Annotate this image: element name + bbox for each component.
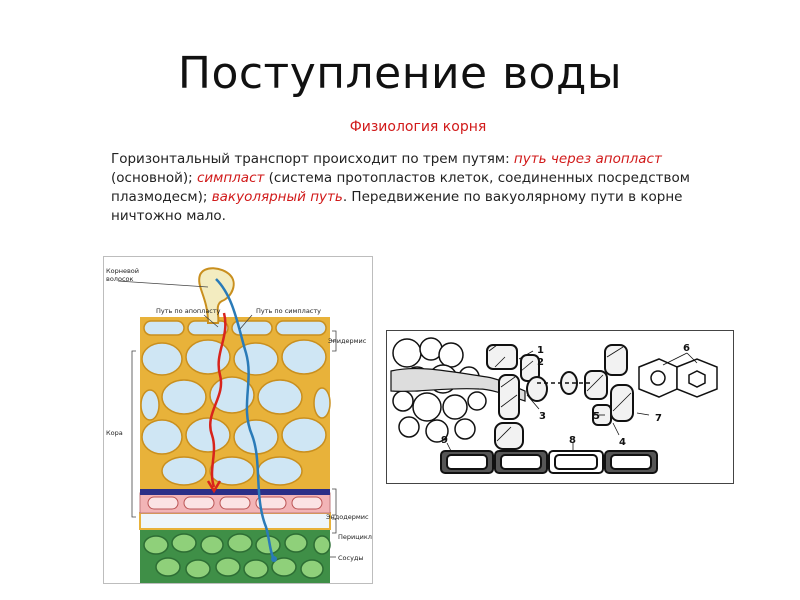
label-num-7: 7 [655,413,662,424]
pericycle-label: Перицикл [338,533,372,541]
wall-band [390,367,526,402]
root-hair-label-2: волосок [106,275,133,283]
label-num-1: 1 [537,345,544,356]
label-num-5: 5 [593,411,600,422]
body-paragraph: Горизонтальный транспорт происходит по т… [111,150,711,226]
label-num-9: 9 [441,435,448,446]
endodermis-cells [147,496,323,510]
apoplast-term: путь через апопласт [513,151,662,167]
root-section-diagram: Корневой волосок Путь по апопласту Путь … [106,267,372,583]
pericycle-layer [139,512,331,530]
label-leaders [117,280,337,558]
label-num-6: 6 [683,343,690,354]
symplast-path-label: Путь по симпласту [256,307,321,315]
label-num-2: 2 [537,357,544,368]
body-text-part: (система протопластов клеток, соединенны… [111,170,690,205]
hex-cells [638,358,718,398]
epidermis-cells [143,320,327,336]
casparian-strip [140,489,330,495]
cortex-cells [140,339,331,486]
cell-transport-figure: 1 2 3 4 5 6 7 8 9 [386,330,734,484]
root-hair-label-1: Корневой [106,267,139,275]
cell-transport-diagram: 1 2 3 4 5 6 7 8 9 [390,337,718,474]
apoplast-arrowhead [206,480,222,494]
label-num-8: 8 [569,435,576,446]
body-text-part: . Передвижение по вакуолярному пути в ко… [111,189,683,224]
label-num-3: 3 [539,411,546,422]
vessels-label: Сосуды [338,554,364,562]
vessel-cells [143,533,331,579]
vacuolar-term: вакуолярный путь [211,189,343,205]
label-num-4: 4 [619,437,626,448]
root-section-figure: Корневой волосок Путь по апопласту Путь … [103,256,373,584]
apoplast-path-line [209,312,227,488]
apoplast-path-label: Путь по апопласту [156,307,221,315]
root-hair [198,267,235,324]
symplast-term: симпласт [196,170,265,186]
hatched-cells [486,344,634,450]
symplast-path-line [215,278,276,560]
wall-hatching [488,344,632,442]
sieve-cells [440,450,658,474]
body-text-part: (основной); [111,170,197,186]
slide-title: Поступление воды [177,48,623,99]
symplast-endpoint [271,556,277,562]
number-leaders [446,350,698,452]
slide-subtitle: Физиология корня [349,119,487,135]
epidermis-label: Эпидермис [328,337,367,345]
endodermis-label: Эндодермис [326,513,369,521]
cortex-label: Кора [106,429,123,437]
body-text-part: Горизонтальный транспорт происходит по т… [111,151,514,167]
